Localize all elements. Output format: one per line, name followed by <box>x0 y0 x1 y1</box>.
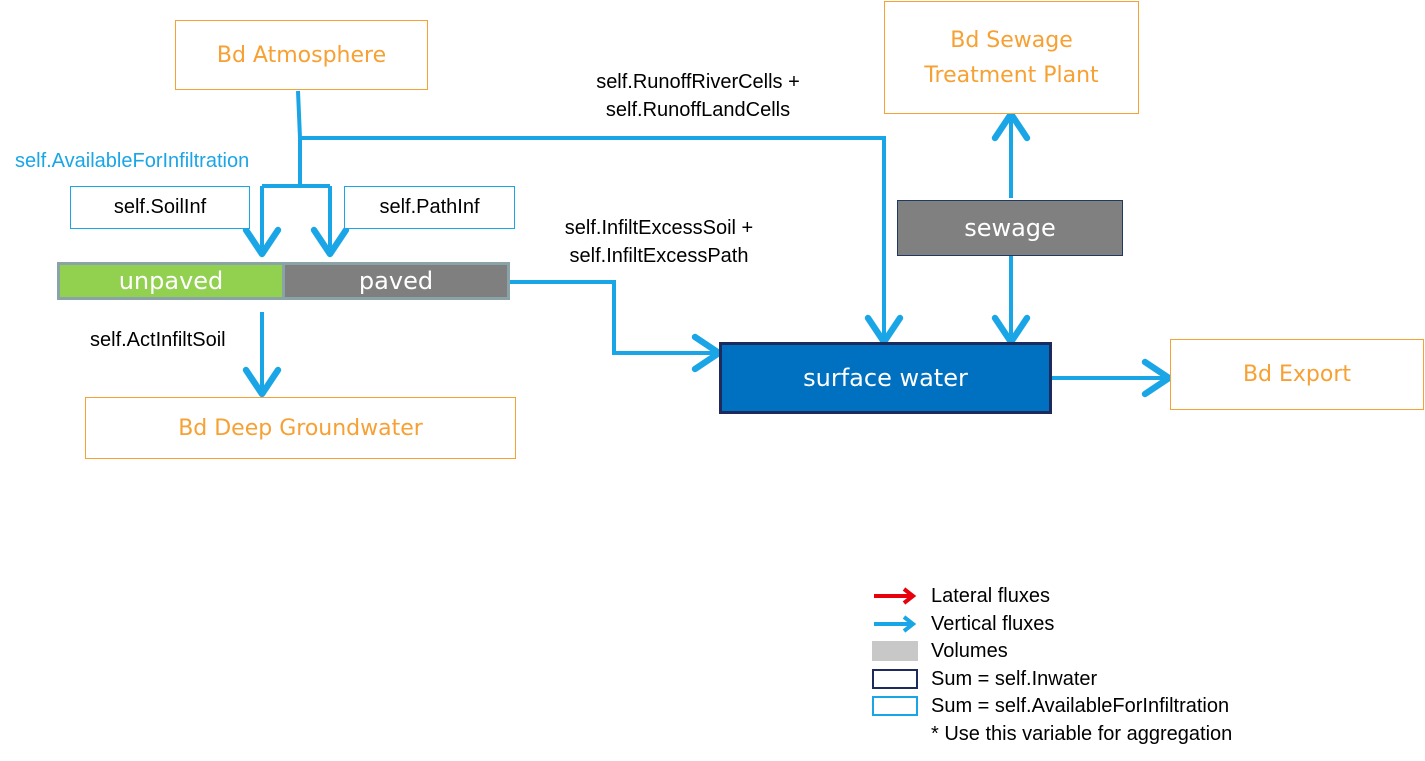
legend-sum-available-text: Sum = self.AvailableForInfiltration <box>931 694 1230 717</box>
legend-lateral-text: Lateral fluxes <box>931 584 1050 607</box>
node-paved: paved <box>282 262 510 300</box>
label-runoff: self.RunoffRiverCells + self.RunoffLandC… <box>570 68 826 124</box>
label-infilt-excess-line1: self.InfiltExcessSoil + <box>564 217 754 239</box>
inwater-outline-icon <box>872 668 918 690</box>
label-runoff-line2: self.RunoffLandCells <box>605 99 791 121</box>
legend-note-text: * Use this variable for aggregation <box>931 722 1233 745</box>
label-available-for-infiltration: self.AvailableForInfiltration <box>15 150 250 172</box>
volumes-swatch-icon <box>872 640 918 662</box>
runoff-flux <box>296 90 904 346</box>
node-surface-water: surface water <box>719 342 1052 414</box>
legend-vertical: Vertical fluxes <box>872 612 1054 636</box>
label-infilt-excess-line2: self.InfiltExcessPath <box>569 245 749 267</box>
legend-sum-available: Sum = self.AvailableForInfiltration <box>872 694 1229 718</box>
sewage-plant-line1: Bd Sewage <box>950 27 1073 53</box>
label-infilt-excess: self.InfiltExcessSoil + self.InfiltExces… <box>541 214 777 270</box>
node-deep-groundwater: Bd Deep Groundwater <box>85 397 516 459</box>
legend-volumes: Volumes <box>872 639 1008 663</box>
node-export: Bd Export <box>1170 339 1424 410</box>
legend-volumes-text: Volumes <box>931 639 1008 662</box>
legend-sum-inwater: Sum = self.Inwater <box>872 667 1097 691</box>
lateral-arrow-icon <box>872 585 918 607</box>
legend-sum-inwater-text: Sum = self.Inwater <box>931 667 1098 690</box>
node-sewage-treatment-plant: Bd Sewage Treatment Plant <box>884 1 1139 114</box>
sewage-plant-line2: Treatment Plant <box>924 62 1099 88</box>
node-atmosphere: Bd Atmosphere <box>175 20 428 90</box>
available-outline-icon <box>872 695 918 717</box>
legend-vertical-text: Vertical fluxes <box>931 612 1055 635</box>
node-soil-inf: self.SoilInf <box>70 186 250 229</box>
vertical-arrow-icon <box>872 613 918 635</box>
legend-lateral: Lateral fluxes <box>872 584 1050 608</box>
label-runoff-line1: self.RunoffRiverCells + <box>596 71 800 93</box>
node-path-inf: self.PathInf <box>344 186 515 229</box>
infilt-excess-flux <box>510 280 723 373</box>
label-act-infilt-soil: self.ActInfiltSoil <box>90 329 226 351</box>
node-unpaved: unpaved <box>57 262 285 300</box>
node-sewage: sewage <box>897 200 1123 256</box>
